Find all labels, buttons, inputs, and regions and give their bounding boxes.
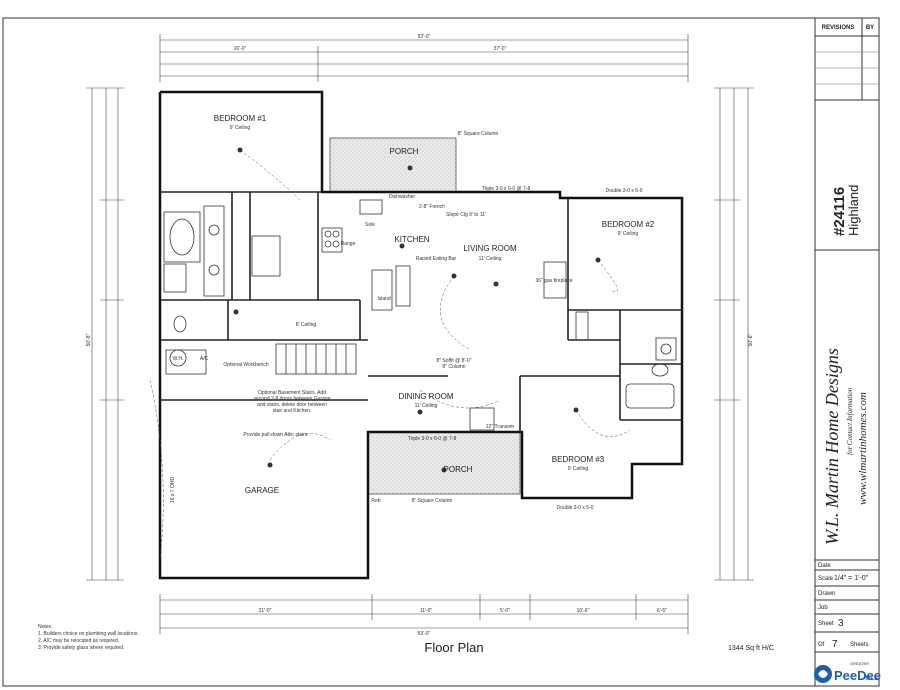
triple-window-top: Triple 3-0 x 6-0 @ 7-8	[482, 186, 531, 192]
sheet-label: Sheet	[818, 621, 834, 627]
column-bottom-note: 8" Square Column	[412, 498, 453, 504]
dim-bottom-left: 21'-0"	[259, 608, 272, 614]
revisions-by-label: BY	[866, 25, 874, 31]
column-top-note: 8" Square Column	[458, 131, 499, 137]
dishwasher-label: Dishwasher	[389, 194, 415, 200]
plan-name: Highland	[846, 185, 861, 236]
electrical-wiring	[149, 149, 631, 561]
dining-room-ceiling: 11' Ceiling	[415, 403, 438, 409]
plan-area: 1344 Sq ft H/C	[728, 645, 774, 652]
basement-stairs-note: Optional Basement Stairs. Add second 2-8…	[253, 390, 331, 414]
dim-top-right: 37'-0"	[494, 46, 507, 52]
scale-value: 1/4" = 1'-0"	[834, 575, 869, 582]
job-label: Job	[818, 605, 828, 611]
triple-window-bottom: Triple 3-0 x 6-0 @ 7-8	[408, 436, 457, 442]
exterior-walls	[158, 90, 684, 580]
double-window-top: Double 3-0 x 5-0	[606, 188, 643, 194]
peedee-mls-logo: GREATER PeeDee MLS	[814, 661, 881, 683]
column-mid-note: 8" Column	[442, 364, 465, 370]
fixtures	[163, 199, 677, 431]
dim-overall-bottom: 53'-0"	[418, 631, 431, 637]
company-website: www.wlmartinhomes.com	[857, 392, 869, 505]
bedroom3-ceiling: 9' Ceiling	[568, 466, 589, 472]
sheets-label: Sheets	[850, 642, 869, 648]
range-label: Range	[341, 241, 356, 247]
island-note: Island	[377, 296, 391, 302]
notes-line-2: 2. A/C may be relocated as required.	[38, 638, 119, 644]
of-label: Of	[818, 642, 825, 648]
fireplace-label: 36" gas fireplace	[535, 278, 572, 284]
kitchen-label: KITCHEN	[394, 235, 429, 244]
title-block: REVISIONS BY #24116 Highland W.L. Martin…	[814, 17, 880, 687]
ac-label: A/C	[200, 356, 209, 362]
plan-title: Floor Plan	[424, 640, 483, 655]
garage-label: GARAGE	[245, 486, 279, 495]
company-name: W.L. Martin Home Designs	[822, 348, 842, 545]
dim-bottom-mid: 11'-0"	[420, 608, 433, 614]
revisions-label: REVISIONS	[822, 25, 855, 31]
dimension-lines	[86, 34, 754, 634]
plan-number: #24116	[831, 187, 848, 236]
living-room-label: LIVING ROOM	[463, 244, 517, 253]
garage-door-label: 16 x 7 OHD	[170, 477, 176, 504]
transom-note: 12" Transom	[486, 424, 514, 430]
workbench-note: Optional Workbench	[223, 362, 268, 368]
dim-overall-top: 53'-0"	[418, 34, 431, 40]
logo-top-text: GREATER	[850, 661, 869, 666]
logo-suffix-text: MLS	[865, 676, 878, 682]
sheet-border	[2, 17, 880, 687]
bedroom2-label: BEDROOM #2	[602, 220, 655, 229]
dim-top-left: 16'-0"	[234, 46, 247, 52]
scale-label: Scale	[818, 576, 834, 582]
notes-line-1: 1. Builders choice on plumbing wall loca…	[38, 631, 139, 637]
date-label: Date	[818, 563, 831, 569]
sink-label: Sink	[365, 222, 375, 228]
interior-walls	[160, 191, 682, 432]
porch-top-area	[329, 137, 457, 193]
bedroom2-ceiling: 9' Ceiling	[618, 231, 639, 237]
soffit-note: 8" Soffit @ 8'-0"	[436, 358, 471, 364]
dim-right-side: 50'-8"	[748, 333, 754, 346]
bedroom1-ceiling: 9' Ceiling	[230, 125, 251, 131]
dim-bottom-right: 6'-6"	[657, 608, 667, 614]
dining-room-label: DINING ROOM	[398, 392, 453, 401]
notes-line-3: 3. Provide safety glass where required.	[38, 645, 124, 651]
logo-brand-text: PeeDee	[834, 668, 881, 683]
dim-left-side: 50'-8"	[86, 333, 92, 346]
basement-stairs-note-box: Optional Basement Stairs. Add second 2-8…	[253, 390, 331, 414]
bedroom1-label: BEDROOM #1	[214, 114, 267, 123]
pull-down-stairs-note: Provide pull-down Attic stairs.	[243, 432, 308, 438]
french-door-label: 2-8" French	[419, 204, 445, 210]
double-window-bottom: Double 3-0 x 5-0	[557, 505, 594, 511]
notes-title: Notes:	[38, 624, 52, 630]
water-heater-label: W.H.	[173, 356, 184, 362]
dim-bottom-mid3: 10'-6"	[577, 608, 590, 614]
porch-top-label: PORCH	[390, 147, 419, 156]
ceiling-8-label: 8' Ceiling	[296, 322, 317, 328]
porch-bottom-label: PORCH	[444, 465, 473, 474]
light-fixture-icons	[233, 147, 601, 473]
reb-label: Reb	[371, 498, 380, 504]
living-room-ceiling: 11' Ceiling	[479, 256, 502, 262]
dim-bottom-mid2: 5'-0"	[500, 608, 510, 614]
company-contact: for Contact Information	[846, 387, 854, 455]
drawn-label: Drawn	[818, 591, 835, 597]
raised-bar-note: Raised Eating Bar	[416, 256, 457, 262]
of-value: 7	[832, 639, 838, 650]
bedroom3-label: BEDROOM #3	[552, 455, 605, 464]
sheet-value: 3	[838, 618, 844, 629]
slope-ceiling-note: Slope Clg 9' to 11'	[446, 212, 486, 218]
